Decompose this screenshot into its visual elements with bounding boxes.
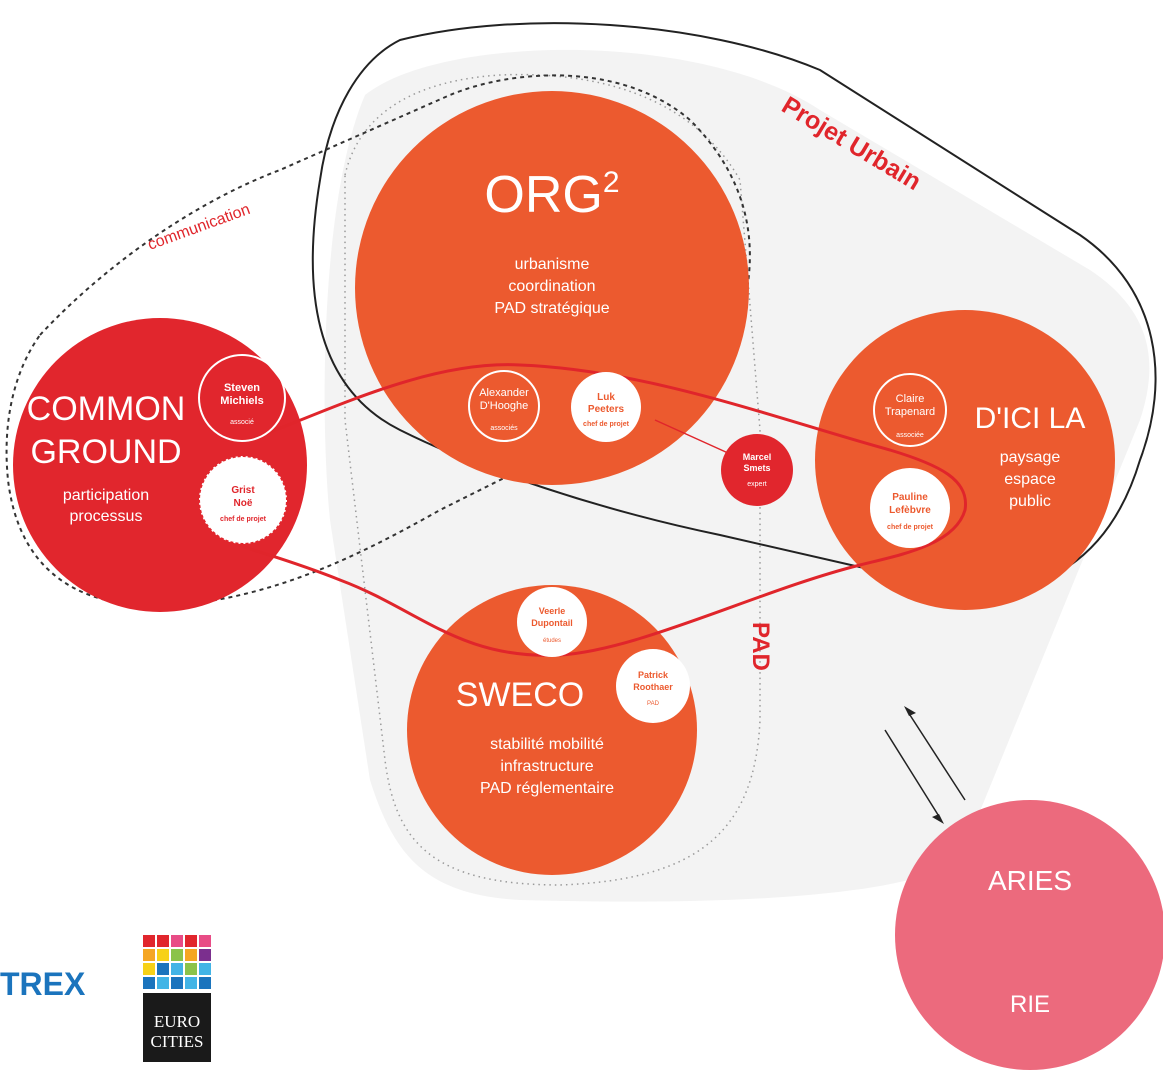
sweco-title: SWECO: [456, 676, 584, 714]
patrick-name-1: Patrick: [638, 670, 669, 680]
common-ground-line-1: participation: [63, 487, 149, 504]
person-luk-circle: [571, 372, 641, 442]
person-claire-circle: [873, 373, 947, 447]
pauline-role: chef de projet: [887, 524, 934, 531]
common-ground-title-1: COMMON: [27, 390, 186, 428]
common-ground-line-2: processus: [70, 508, 143, 525]
pad-label: PAD: [747, 622, 774, 671]
steven-role: associé: [230, 419, 254, 426]
patrick-role: PAD: [647, 701, 660, 707]
arrow-up-line: [907, 711, 966, 801]
dicila-line-1: paysage: [1000, 449, 1061, 466]
pauline-name-1: Pauline: [892, 492, 928, 503]
alexander-role: associés: [490, 425, 518, 432]
org2-circle: [355, 91, 749, 485]
org2-line-3: PAD stratégique: [494, 300, 609, 317]
pauline-name-2: Lefèbvre: [889, 505, 931, 516]
communication-dotted-outline: [5, 74, 751, 607]
grist-name-1: Grist: [231, 485, 255, 496]
steven-name-1: Steven: [224, 382, 260, 394]
alexander-name-1: Alexander: [479, 387, 529, 399]
steven-name-2: Michiels: [220, 395, 263, 407]
person-grist-circle: [199, 456, 287, 544]
project-lead-link-loop: [239, 363, 968, 657]
marcel-role: expert: [747, 481, 767, 488]
grist-name-2: Noë: [234, 498, 253, 509]
aries-circle: [895, 800, 1163, 1070]
person-steven-circle: [198, 354, 286, 442]
dicila-title: D'ICI LA: [975, 402, 1086, 435]
sweco-line-2: infrastructure: [500, 758, 593, 775]
arrow-down-line: [884, 729, 941, 819]
org2-line-2: coordination: [508, 278, 595, 295]
luk-name-1: Luk: [597, 392, 615, 403]
dicila-line-3: public: [1009, 493, 1051, 510]
marcel-name-1: Marcel: [743, 452, 772, 462]
sweco-circle: [407, 585, 697, 875]
aries-subtitle: RIE: [1010, 991, 1050, 1018]
luk-name-2: Peeters: [588, 404, 625, 415]
aries-title: ARIES: [988, 865, 1072, 896]
veerle-role: études: [543, 638, 561, 644]
alexander-name-2: D'Hooghe: [480, 400, 529, 412]
sweco-line-3: PAD réglementaire: [480, 780, 614, 797]
marcel-link-line: [654, 419, 729, 454]
marcel-name-2: Smets: [743, 463, 770, 473]
org2-line-1: urbanisme: [515, 256, 590, 273]
pad-inner-dotted-outline: [344, 73, 761, 886]
arrow-down-head: [932, 814, 944, 824]
luk-role: chef de projet: [583, 421, 630, 428]
claire-name-1: Claire: [896, 393, 925, 405]
eurocities-text-2: CITIES: [151, 1032, 204, 1051]
veerle-name-2: Dupontail: [531, 618, 573, 628]
patrick-name-2: Roothaer: [633, 682, 673, 692]
dicila-line-2: espace: [1004, 471, 1056, 488]
eurocities-logo: EURO CITIES: [143, 935, 211, 1062]
trex-logo: TREX: [0, 966, 86, 1002]
person-patrick-circle: [616, 649, 690, 723]
person-veerle-circle: [517, 587, 587, 657]
sweco-line-1: stabilité mobilité: [490, 736, 604, 753]
org2-title: ORG2: [484, 166, 619, 224]
claire-role: associée: [896, 432, 924, 439]
claire-name-2: Trapenard: [885, 406, 935, 418]
person-alexander-circle: [468, 370, 540, 442]
arrow-up-head: [904, 706, 916, 716]
eurocities-text-1: EURO: [154, 1012, 200, 1031]
marcel-smets-circle: [721, 434, 793, 506]
grist-role: chef de projet: [220, 516, 267, 523]
veerle-name-1: Veerle: [539, 606, 566, 616]
common-ground-title-2: GROUND: [30, 433, 181, 471]
person-pauline-circle: [870, 468, 950, 548]
